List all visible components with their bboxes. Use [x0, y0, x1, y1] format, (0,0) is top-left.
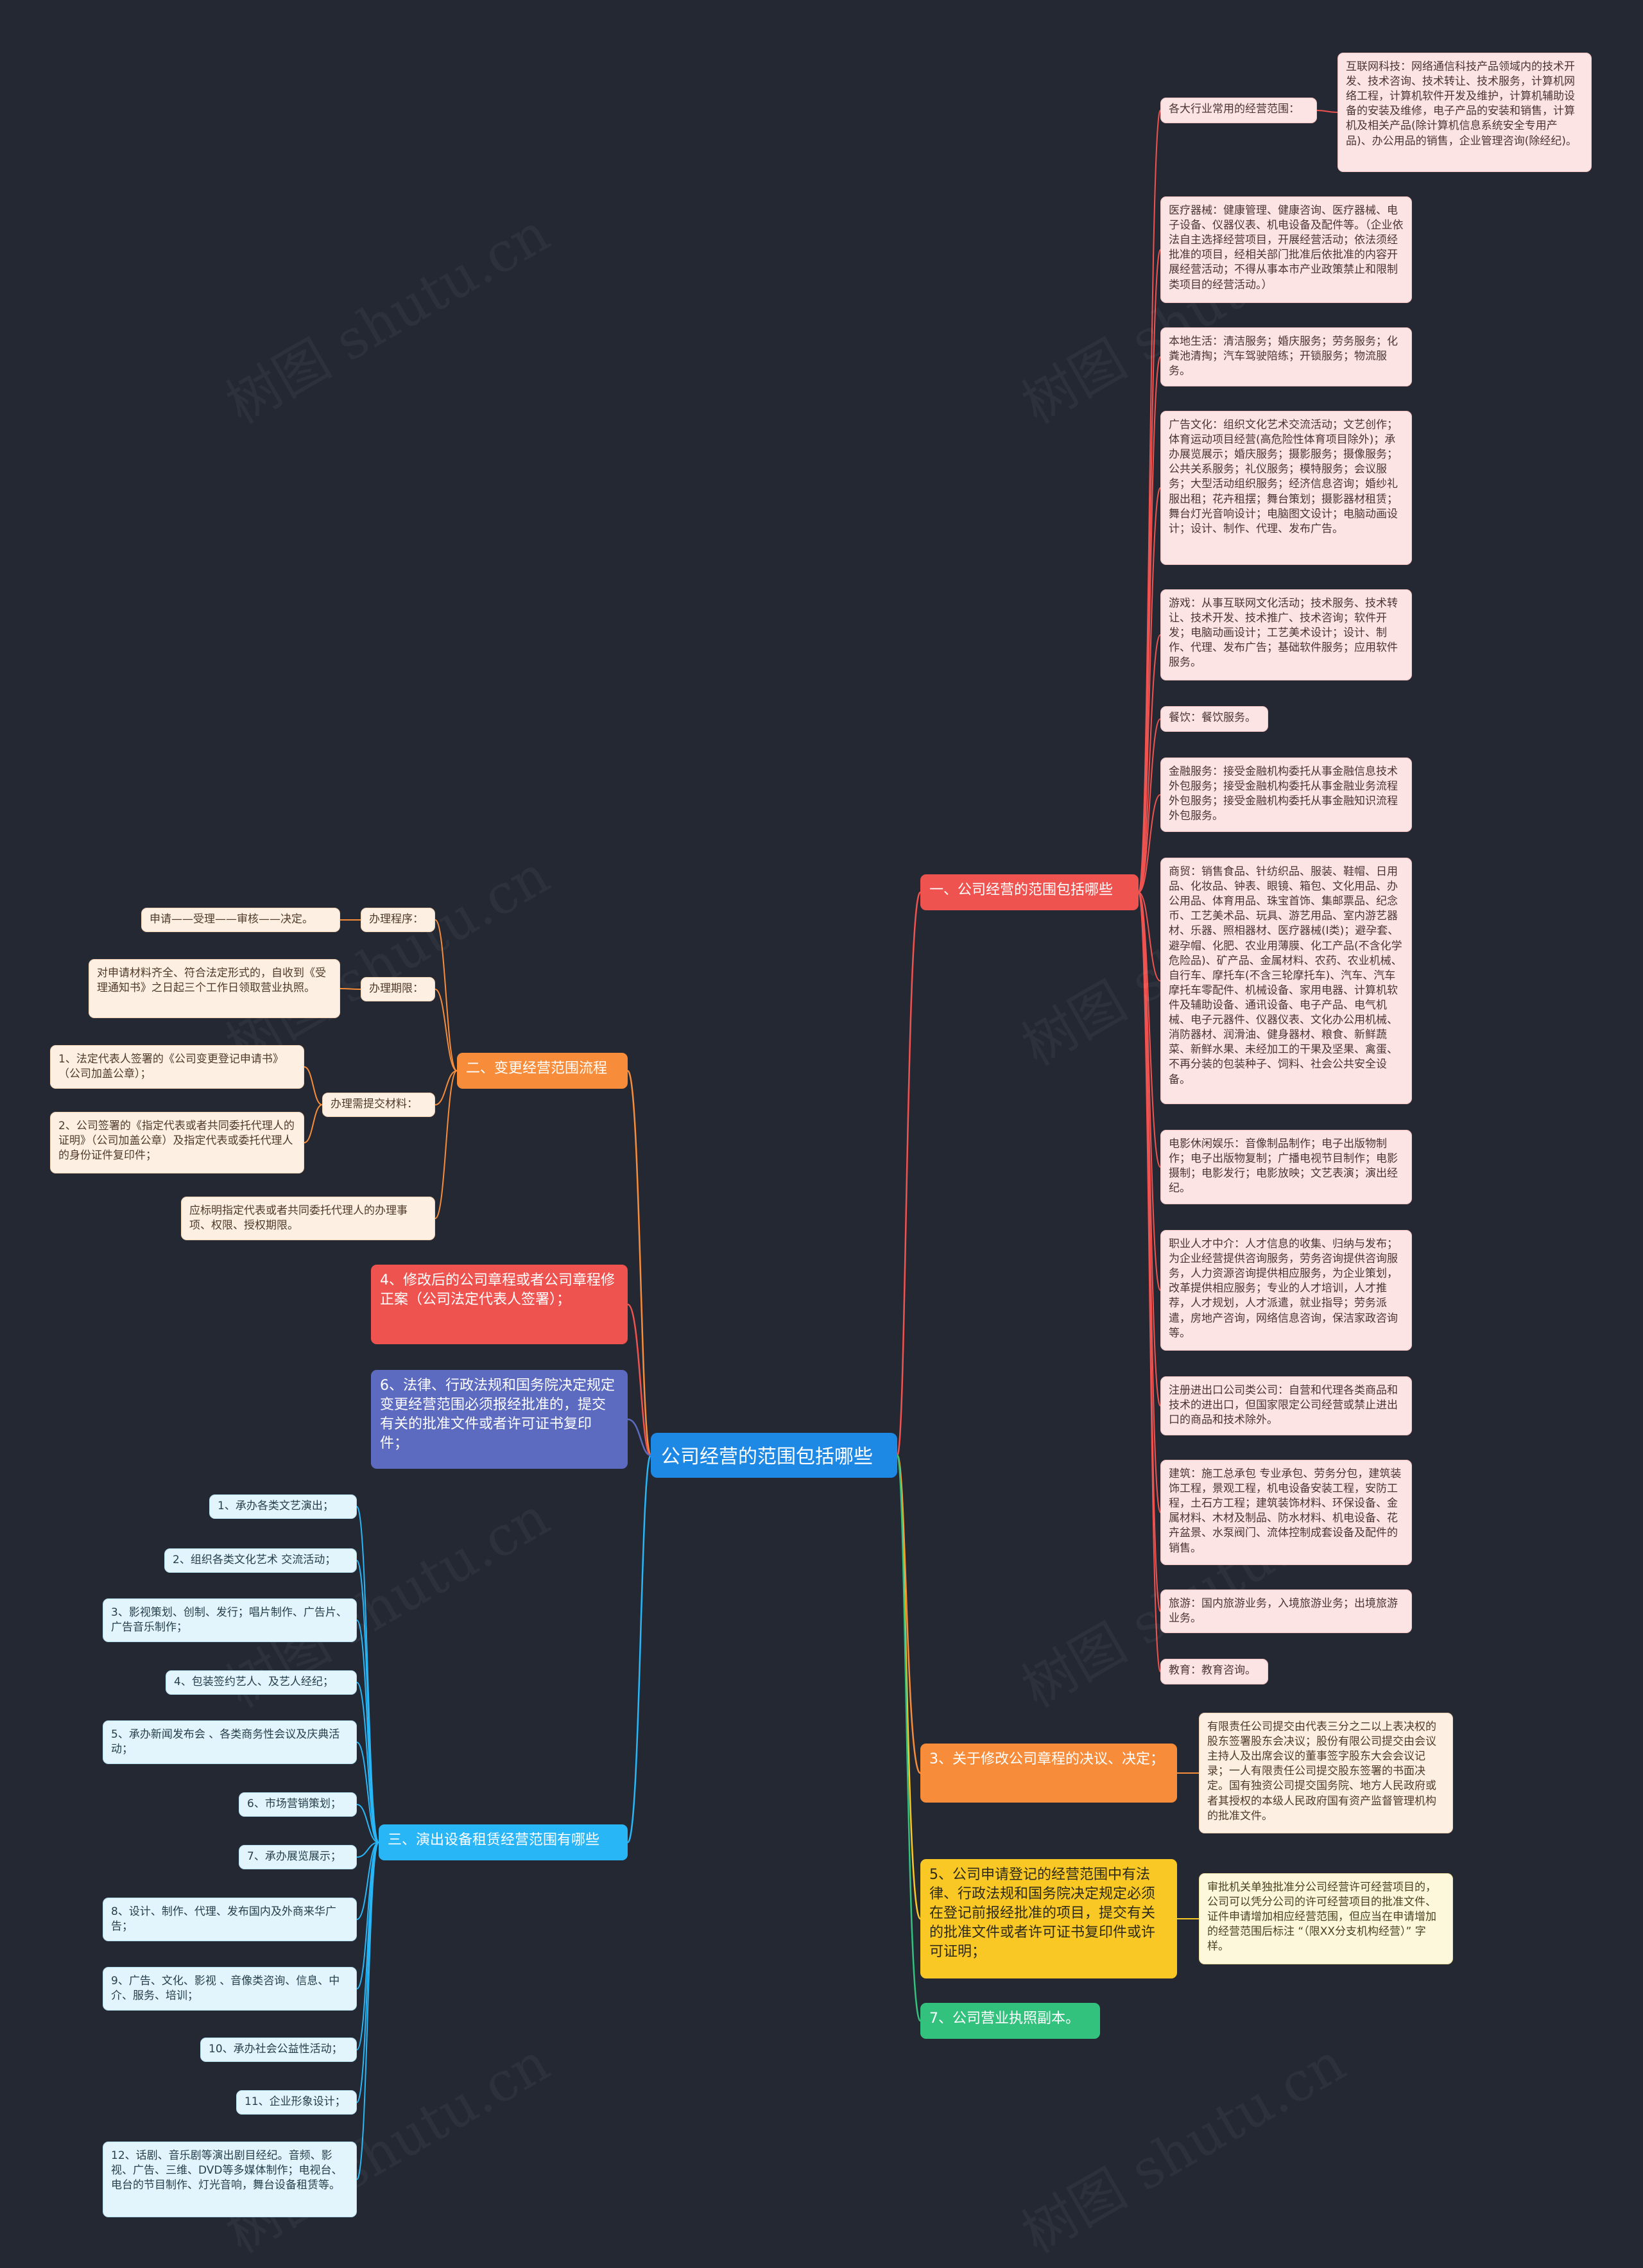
b2-proxy-note[interactable]: 应标明指定代表或者共同委托代理人的办理事项、权限、授权期限。: [181, 1197, 435, 1240]
b3-item[interactable]: 7、承办展览展示；: [239, 1845, 357, 1869]
b2-materials-application[interactable]: 1、法定代表人签署的《公司变更登记申请书》（公司加盖公章）；: [50, 1045, 304, 1089]
b3-item[interactable]: 5、承办新闻发布会 、各类商务性会议及庆典活动；: [103, 1720, 357, 1764]
b1-advertising[interactable]: 广告文化：组织文化艺术交流活动；文艺创作；体育运动项目经营(高危险性体育项目除外…: [1160, 411, 1412, 565]
b2-materials-label[interactable]: 办理需提交材料：: [322, 1093, 435, 1117]
leaf-connector: [356, 1682, 379, 1843]
branch-connector: [626, 1454, 652, 1844]
leaf-connector: [356, 1804, 379, 1843]
b2-materials-proxy[interactable]: 2、公司签署的《指定代表或者共同委托代理人的证明》（公司加盖公章）及指定代表或委…: [50, 1112, 304, 1173]
b1-construction[interactable]: 建筑：施工总承包 专业承包、劳务分包，建筑装饰工程，景观工程，机电设备安装工程，…: [1160, 1460, 1412, 1565]
b1-catering[interactable]: 餐饮：餐饮服务。: [1160, 706, 1268, 732]
b2-deadline-label[interactable]: 办理期限：: [361, 977, 435, 1001]
leaf-connector: [434, 989, 458, 1071]
leaf-connector: [1138, 718, 1161, 893]
b3-item[interactable]: 10、承办社会公益性活动；: [200, 2038, 357, 2062]
b1-medical[interactable]: 医疗器械：健康管理、健康咨询、医疗器械、电子设备、仪器仪表、机电设备及配件等。（…: [1160, 196, 1412, 303]
b1-film[interactable]: 电影休闲娱乐：音像制品制作；电子出版物制作；电子出版物复制；广播电视节目制作；电…: [1160, 1130, 1412, 1204]
b1-common-scope-label[interactable]: 各大行业常用的经营范围：: [1160, 98, 1317, 123]
b1-education[interactable]: 教育：教育咨询。: [1160, 1659, 1268, 1684]
b3-item[interactable]: 6、市场营销策划；: [239, 1792, 357, 1817]
b7-resolution-detail[interactable]: 有限责任公司提交由代表三分之二以上表决权的股东签署股东会决议；股份有限公司提交由…: [1199, 1713, 1453, 1833]
branch-connector: [896, 891, 922, 1457]
branch-business-scope[interactable]: 一、公司经营的范围包括哪些: [920, 874, 1139, 910]
leaf-connector: [356, 1842, 379, 1920]
b1-commerce[interactable]: 商贸：销售食品、针纺织品、服装、鞋帽、日用品、化妆品、钟表、眼镜、箱包、文化用品…: [1160, 858, 1412, 1104]
branch-business-license-copy[interactable]: 7、公司营业执照副本。: [920, 2003, 1100, 2039]
leaf-connector: [434, 1070, 458, 1105]
branch-connector: [626, 1069, 652, 1457]
b2-procedure-label[interactable]: 办理程序：: [361, 908, 435, 932]
b1-local-life[interactable]: 本地生活：清洁服务；婚庆服务；劳务服务；化粪池清掏；汽车驾驶陪练；开锁服务；物流…: [1160, 327, 1412, 386]
leaf-connector: [434, 1070, 458, 1219]
leaf-connector: [356, 1842, 379, 1858]
branch-approval-documents[interactable]: 6、法律、行政法规和国务院决定规定变更经营范围必须报经批准的，提交有关的批准文件…: [371, 1370, 628, 1469]
leaf-connector: [1138, 892, 1161, 1672]
b2-deadline-detail[interactable]: 对申请材料齐全、符合法定形式的，自收到《受理通知书》之日起三个工作日领取营业执照…: [89, 959, 340, 1018]
branch-change-process[interactable]: 二、变更经营范围流程: [457, 1053, 628, 1089]
branch-connector: [896, 1454, 922, 2022]
branch-connector: [627, 1303, 652, 1457]
b3-item[interactable]: 11、企业形象设计；: [236, 2090, 357, 2115]
b1-games[interactable]: 游戏：从事互联网文化活动；技术服务、技术转让、技术开发、技术推广、技术咨询；软件…: [1160, 589, 1412, 680]
b3-item[interactable]: 8、设计、制作、代理、发布国内及外商来华广告；: [103, 1898, 357, 1941]
b2-procedure-detail[interactable]: 申请——受理——审核——决定。: [141, 908, 340, 932]
branch-registration-scope[interactable]: 5、公司申请登记的经营范围中有法律、行政法规和国务院决定规定必须在登记前报经批准…: [920, 1859, 1177, 1978]
leaf-connector: [1138, 634, 1161, 893]
b3-item[interactable]: 1、承办各类文艺演出；: [209, 1494, 357, 1519]
b1-hr-agency[interactable]: 职业人才中介：人才信息的收集、归纳与发布；为企业经营提供咨询服务，劳务咨询提供咨…: [1160, 1230, 1412, 1351]
b3-item[interactable]: 12、话剧、音乐剧等演出剧目经纪。音频、影视、广告、三维、DVD等多媒体制作；电…: [103, 2142, 357, 2217]
b5-branch-office-detail[interactable]: 审批机关单独批准分公司经营许可经营项目的，公司可以凭分公司的许可经营项目的批准文…: [1199, 1873, 1453, 1964]
leaf-connector: [1316, 110, 1338, 113]
b3-item[interactable]: 9、广告、文化、影视 、音像类咨询、信息、中介、服务、培训；: [103, 1967, 357, 2011]
b3-item[interactable]: 2、组织各类文化艺术 交流活动；: [164, 1548, 357, 1573]
leaf-connector: [434, 919, 458, 1071]
leaf-connector: [356, 1742, 379, 1843]
leaf-connector: [304, 1104, 323, 1143]
leaf-connector: [1138, 794, 1161, 893]
b1-finance[interactable]: 金融服务：接受金融机构委托从事金融信息技术外包服务；接受金融机构委托从事金融业务…: [1160, 757, 1412, 832]
b1-travel[interactable]: 旅游：国内旅游业务，入境旅游业务；出境旅游业务。: [1160, 1589, 1412, 1633]
leaf-connector: [356, 1842, 379, 2180]
root-topic[interactable]: 公司经营的范围包括哪些: [651, 1433, 897, 1478]
b3-item[interactable]: 3、影视策划、创制、发行；唱片制作、广告片、广告音乐制作；: [103, 1598, 357, 1642]
b1-internet-tech[interactable]: 互联网科技：网络通信科技产品领域内的技术开发、技术咨询、技术转让、技术服务，计算…: [1338, 53, 1592, 172]
leaf-connector: [356, 1620, 379, 1843]
b3-item[interactable]: 4、包装签约艺人、及艺人经纪；: [166, 1670, 357, 1695]
branch-amended-articles[interactable]: 4、修改后的公司章程或者公司章程修正案（公司法定代表人签署）；: [371, 1265, 628, 1344]
branch-equipment-rental[interactable]: 三、演出设备租赁经营范围有哪些: [379, 1824, 628, 1860]
leaf-connector: [1138, 892, 1161, 1168]
leaf-connector: [1138, 892, 1161, 982]
b1-import-export[interactable]: 注册进出口公司类公司：自营和代理各类商品和技术的进出口，但国家限定公司经营或禁止…: [1160, 1376, 1412, 1435]
branch-resolution[interactable]: 3、关于修改公司章程的决议、决定；: [920, 1744, 1177, 1803]
leaf-connector: [304, 1066, 323, 1105]
leaf-connector: [1138, 487, 1161, 893]
branch-connector: [627, 1418, 651, 1457]
